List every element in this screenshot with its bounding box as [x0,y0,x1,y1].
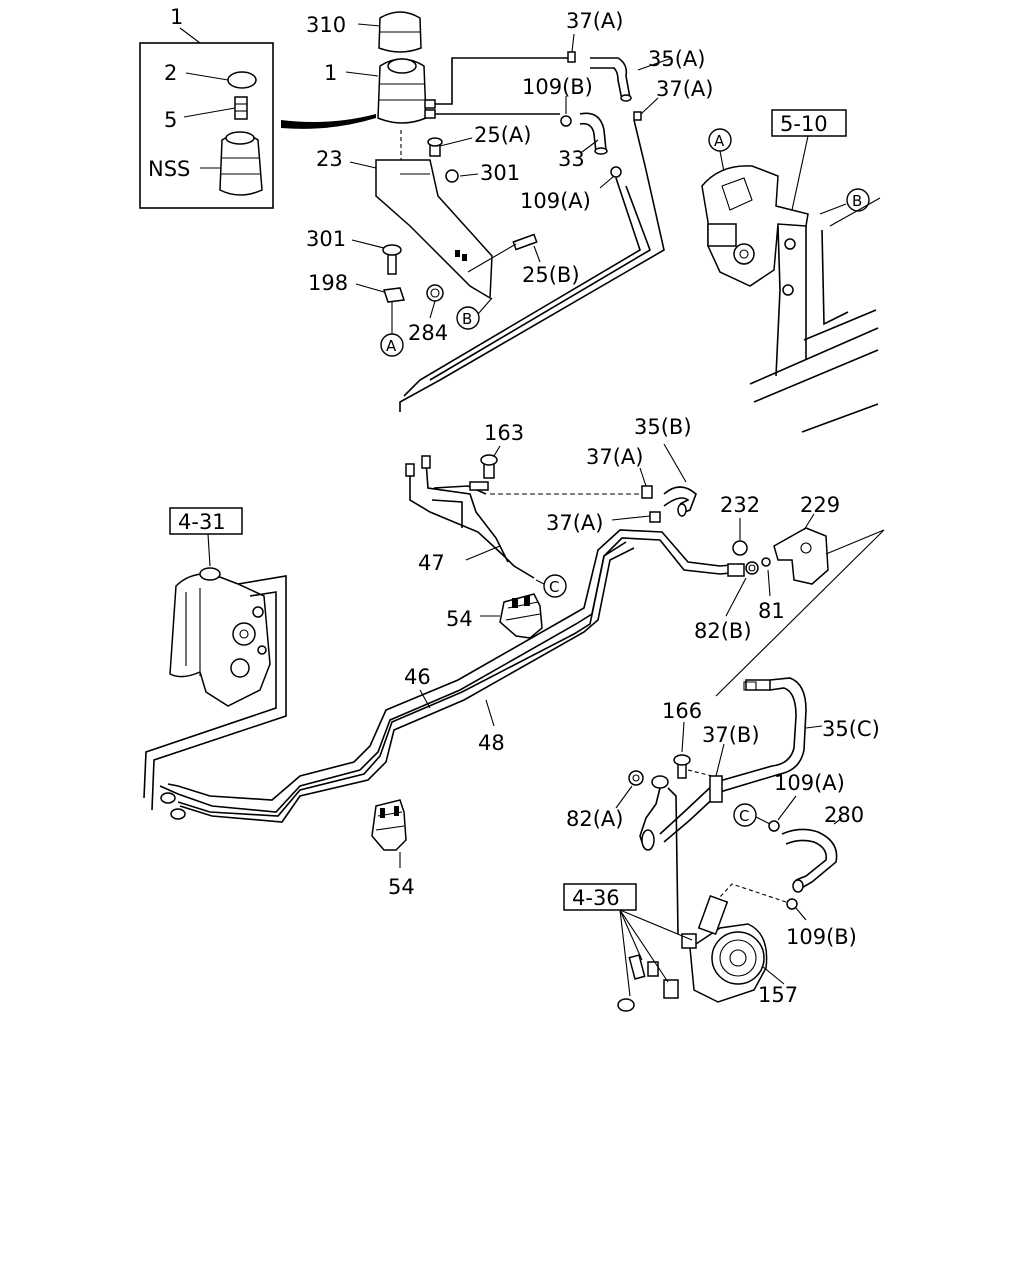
ref-4-36[interactable]: 4-36 [572,886,620,910]
pump-area: 35(C) 166 37(B) 82(A) C 109(A) 280 [563,677,880,1012]
tag-C-pipe: C [549,578,559,596]
label-2: 2 [164,61,177,85]
label-301-left: 301 [306,227,346,251]
label-23: 23 [316,147,343,171]
label-46: 46 [404,665,431,689]
steering-gear-4-31: 4-31 [143,507,287,811]
pointer-arrow [281,114,376,129]
label-1-reservoir: 1 [324,61,337,85]
label-82A: 82(A) [566,807,623,831]
tag-C-pump: C [739,807,749,825]
tag-B-bracket: B [462,310,472,328]
label-1-kit: 1 [170,5,183,29]
clamps-54: 54 54 [371,593,543,899]
ref-4-31[interactable]: 4-31 [178,510,226,534]
label-109A-low: 109(A) [774,771,845,795]
label-NSS: NSS [148,157,190,181]
label-301-right: 301 [480,161,520,185]
label-284: 284 [408,321,448,345]
label-5: 5 [164,108,177,132]
label-198: 198 [308,271,348,295]
label-35B: 35(B) [634,415,692,439]
label-25B: 25(B) [522,263,580,287]
long-pipes: 46 48 [159,529,745,823]
label-37A-fourth: 37(A) [546,511,603,535]
label-163: 163 [484,421,524,445]
label-280: 280 [824,803,864,827]
label-82B: 82(B) [694,619,752,643]
tag-B-frame: B [852,192,862,210]
label-48: 48 [478,731,505,755]
reservoir-kit-box: 1 2 5 NSS [139,5,274,209]
bracket-229-area: 232 229 82(B) 81 [694,493,885,697]
label-166: 166 [662,699,702,723]
label-33: 33 [558,147,585,171]
ref-5-10[interactable]: 5-10 [780,112,828,136]
label-37A-second: 37(A) [656,77,713,101]
label-35C: 35(C) [822,717,880,741]
label-37A-third: 37(A) [586,445,643,469]
frame-bracket-area: 5-10 A B [701,109,881,433]
label-54-upper: 54 [446,607,473,631]
label-37A-top: 37(A) [566,9,623,33]
label-157: 157 [758,983,798,1007]
upper-hoses: 37(A) 35(A) 37(A) 109(B) 33 109(A) [399,9,713,412]
tag-A-frame: A [714,132,725,150]
label-25A: 25(A) [474,123,531,147]
label-37B: 37(B) [702,723,760,747]
label-35A: 35(A) [648,47,705,71]
label-109A-top: 109(A) [520,189,591,213]
tag-A-bracket: A [386,337,397,355]
label-81: 81 [758,599,785,623]
middle-pipes: 47 C 163 37(A) 35(B) 37(A) [405,415,697,598]
label-54-lower: 54 [388,875,415,899]
label-229: 229 [800,493,840,517]
label-109B-low: 109(B) [786,925,857,949]
reservoir-assembly: 310 1 23 25(A) 301 25(B) [306,11,580,357]
label-232: 232 [720,493,760,517]
label-109B-top: 109(B) [522,75,593,99]
label-47: 47 [418,551,445,575]
label-310: 310 [306,13,346,37]
